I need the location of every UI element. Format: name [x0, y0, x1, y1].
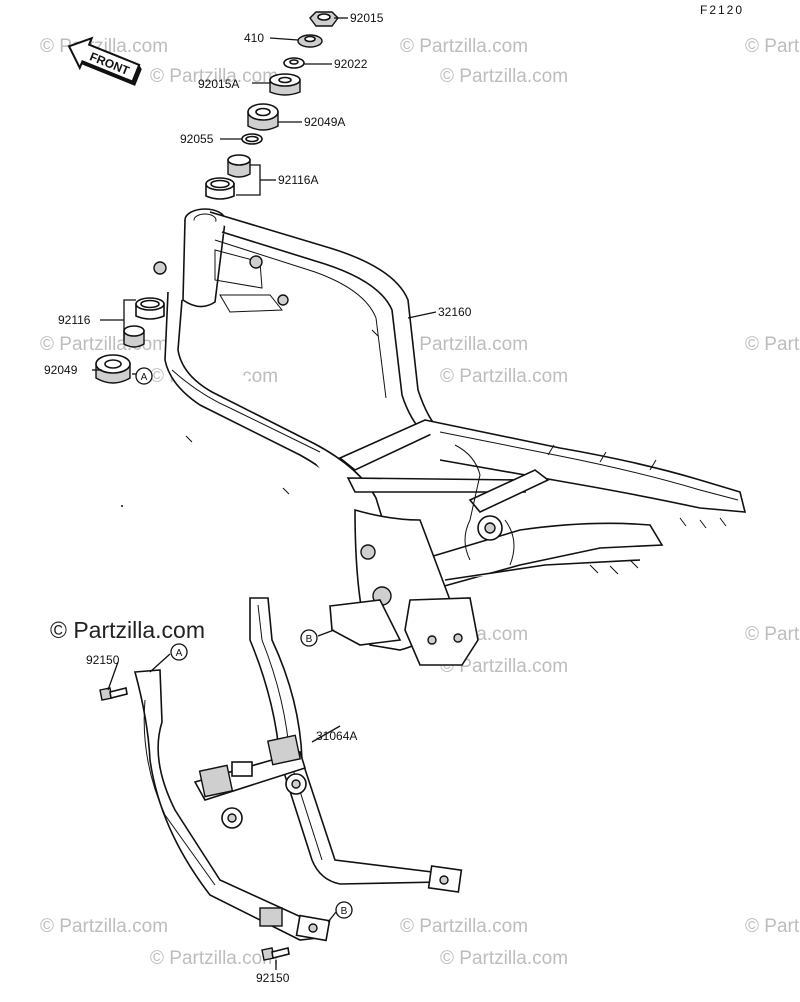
watermark: © Partzilla.com [150, 66, 278, 87]
part-label-410: 410 [244, 31, 264, 45]
watermark: © Partzilla.com [400, 334, 528, 355]
callout-b-text: B [341, 906, 348, 917]
front-arrow-icon: FRONT [67, 36, 142, 86]
part-label-92116a: 92116A [278, 173, 318, 187]
callout-b-upper: B [300, 629, 318, 647]
nut-92015a-icon [269, 73, 301, 96]
washer-410-icon [297, 34, 323, 48]
watermark-prominent: © Partzilla.com [50, 617, 205, 643]
bearing-92116a-icon [205, 154, 251, 200]
callout-a-lower: A [170, 643, 188, 661]
watermark: © Partzilla.com [40, 916, 168, 937]
part-label-92150-top: 92150 [86, 653, 120, 667]
part-label-92015a: 92015A [198, 77, 239, 91]
bearing-92116-roller-icon [123, 325, 145, 348]
callout-a-text: A [141, 372, 148, 383]
part-label-92150-bottom: 92150 [256, 971, 290, 985]
callout-a-text: A [176, 648, 183, 659]
part-label-92116: 92116 [58, 313, 91, 327]
part-label-92015: 92015 [350, 11, 384, 25]
watermark: © Partzilla.com [400, 36, 528, 57]
main-frame-32160 [153, 208, 747, 666]
down-tube-assembly-31064a [133, 597, 463, 942]
watermark: © Partzilla.com [400, 916, 528, 937]
bolt-92150-top-icon [99, 687, 128, 701]
watermark: © Partzilla.com [745, 36, 800, 57]
watermark: © Partzilla.com [745, 916, 800, 937]
bearing-92116-race-icon [135, 297, 165, 320]
part-labels: 92015 410 92022 92015A 92049A 92055 9211… [44, 11, 472, 985]
nut-92015-icon [309, 11, 339, 27]
callout-a-upper: A [135, 367, 153, 385]
bearing-92049a-icon [247, 103, 279, 131]
oring-92055-icon [241, 133, 263, 145]
watermark: © Partzilla.com [440, 66, 568, 87]
leader-lines [92, 17, 437, 970]
part-label-32160: 32160 [438, 305, 472, 319]
stray-dot [121, 505, 123, 507]
part-label-92049a: 92049A [304, 115, 345, 129]
callout-b-lower: B [335, 901, 353, 919]
watermark: © Partzilla.com [40, 334, 168, 355]
part-label-92049: 92049 [44, 363, 78, 377]
steering-head-parts [205, 11, 339, 200]
figure-code: F2120 [700, 3, 744, 17]
lower-bearing-parts [95, 297, 165, 384]
part-label-31064a: 31064A [316, 729, 357, 743]
part-label-92055: 92055 [180, 132, 214, 146]
watermark: © Partzilla.com [440, 656, 568, 677]
watermark: © Partzilla.com [745, 624, 800, 645]
part-label-92022: 92022 [334, 57, 368, 71]
bolt-92150-bottom-icon [261, 947, 290, 961]
watermark: © Partzilla.com [745, 334, 800, 355]
watermark: © Partzilla.com [440, 948, 568, 969]
watermark: © Partzilla.com [440, 366, 568, 387]
washer-92022-icon [283, 57, 305, 69]
seal-92049-icon [95, 354, 131, 384]
watermark: © Partzilla.com [150, 948, 278, 969]
callout-b-text: B [306, 634, 313, 645]
